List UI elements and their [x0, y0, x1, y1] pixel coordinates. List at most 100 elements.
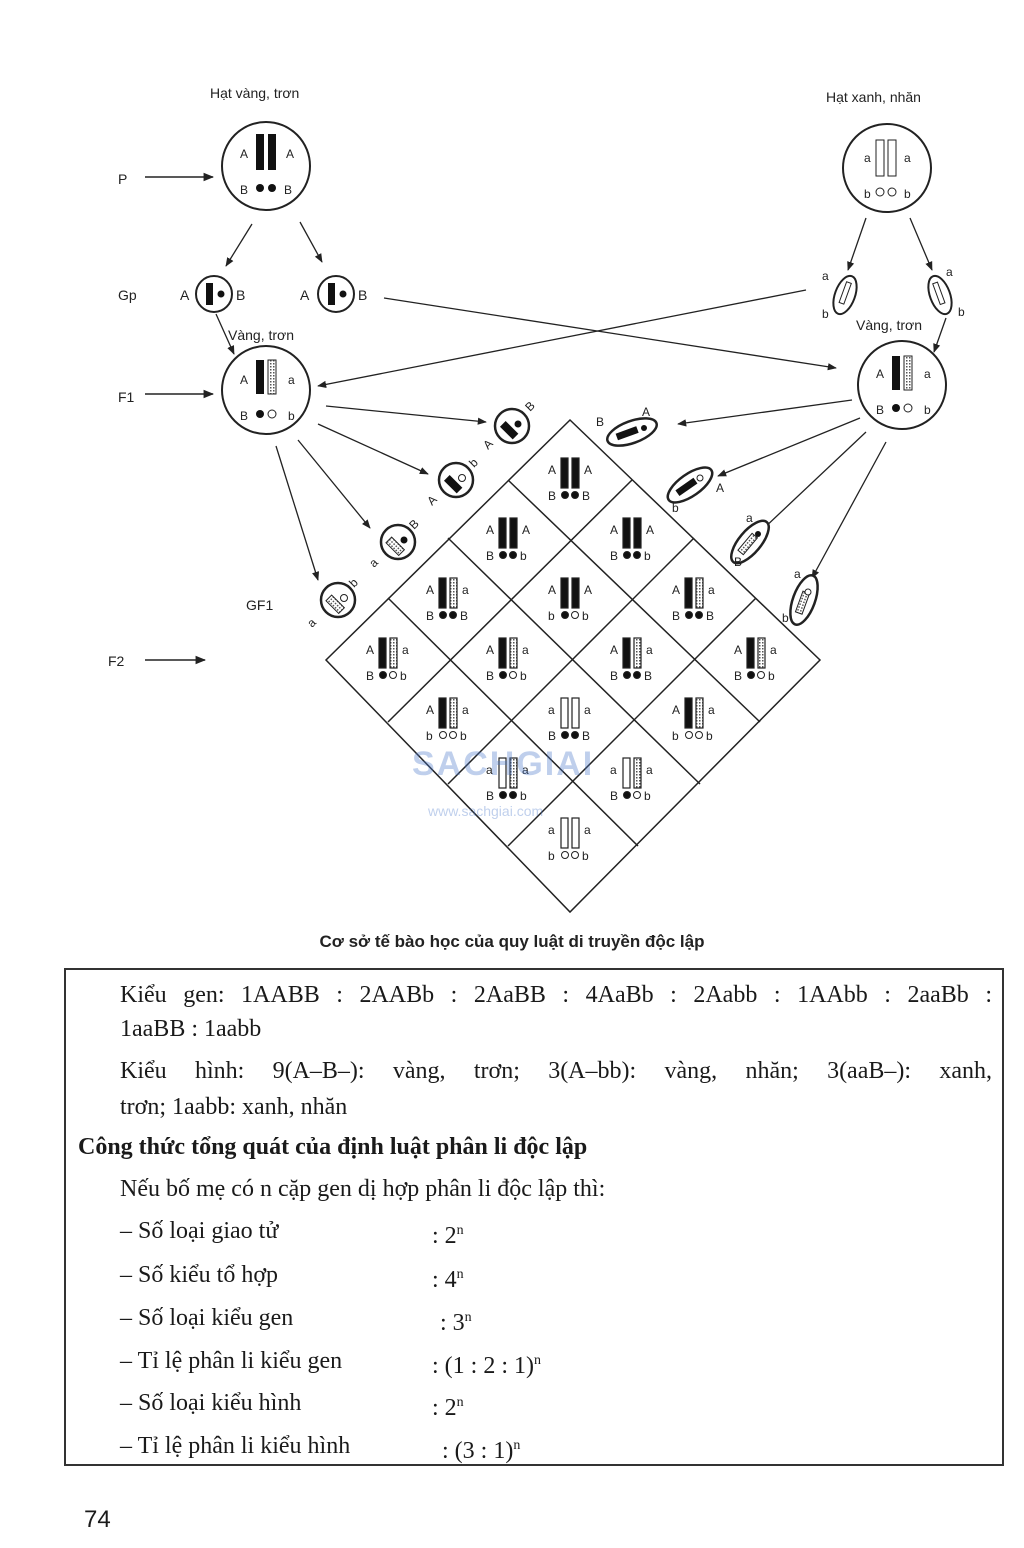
summary-box: Kiểu gen: 1AABB : 2AABb : 2AaBB : 4AaBb …	[64, 968, 1004, 1466]
genotype-line-2: 1aaBB : 1aabb	[120, 1016, 262, 1042]
generation-label-f2: F2	[108, 653, 125, 669]
svg-text:a: a	[548, 823, 555, 837]
gf1-gamete-left-ab-4: a b	[304, 575, 361, 630]
formula-value: : (1 : 2 : 1)n	[432, 1346, 541, 1381]
svg-text:B: B	[734, 555, 742, 569]
gamete-ab-recessive-2: ab	[927, 265, 965, 319]
svg-text:b: b	[644, 789, 651, 803]
svg-text:a: a	[746, 511, 753, 525]
svg-text:a: a	[486, 763, 493, 777]
svg-text:a: a	[548, 703, 555, 717]
svg-text:b: b	[400, 669, 407, 683]
svg-text:A: A	[300, 287, 310, 303]
svg-text:b: b	[958, 305, 965, 319]
svg-text:b: b	[672, 501, 679, 515]
svg-text:b: b	[706, 729, 713, 743]
section-heading: Công thức tổng quát của định luật phân l…	[78, 1134, 588, 1160]
generation-label-f1: F1	[118, 389, 135, 405]
formula-value: : 4n	[432, 1260, 464, 1295]
svg-text:B: B	[610, 549, 618, 563]
figure-caption: Cơ sở tế bào học của quy luật di truyền …	[319, 932, 705, 951]
svg-text:B: B	[366, 669, 374, 683]
formula-label: – Số loại kiểu hình	[120, 1390, 302, 1416]
svg-text:a: a	[366, 555, 381, 570]
svg-text:a: a	[610, 763, 617, 777]
svg-text:A: A	[240, 373, 248, 387]
svg-text:B: B	[876, 403, 884, 417]
svg-text:a: a	[522, 643, 529, 657]
phenotype-line-1: Kiểu hình: 9(A–B–): vàng, trơn; 3(A–bb):…	[120, 1058, 992, 1084]
svg-text:A: A	[610, 643, 618, 657]
formula-exponent: n	[456, 1395, 464, 1410]
svg-text:A: A	[734, 643, 742, 657]
gf1-gamete-left-ab: A B	[480, 399, 538, 453]
formula-label: – Số kiểu tổ hợp	[120, 1262, 279, 1288]
formula-label: – Tỉ lệ phân li kiểu hình	[120, 1433, 351, 1459]
punnett-grid	[324, 418, 822, 914]
svg-text:b: b	[672, 729, 679, 743]
svg-text:b: b	[288, 409, 295, 423]
svg-text:A: A	[672, 583, 680, 597]
formula-value: : 2n	[432, 1216, 464, 1251]
formula-label: – Số loại kiểu gen	[120, 1305, 294, 1331]
svg-text:B: B	[548, 489, 556, 503]
f1-right-label: Vàng, trơn	[856, 317, 922, 333]
watermark: SACHGIAI www.sachgiai.com	[412, 745, 594, 819]
formula-base: : (3 : 1)	[442, 1438, 514, 1464]
parent-right-label: Hạt xanh, nhăn	[826, 89, 921, 105]
generation-label-gf1: GF1	[246, 597, 273, 613]
svg-text:a: a	[708, 583, 715, 597]
f1-left-label: Vàng, trơn	[228, 327, 294, 343]
svg-text:B: B	[582, 729, 590, 743]
svg-text:B: B	[426, 609, 434, 623]
svg-text:B: B	[240, 409, 248, 423]
svg-text:a: a	[522, 763, 529, 777]
svg-text:B: B	[706, 609, 714, 623]
svg-text:A: A	[240, 147, 248, 161]
gf1-gamete-right-ab-4: ab	[782, 567, 819, 626]
svg-text:B: B	[460, 609, 468, 623]
formula-exponent: n	[456, 1223, 464, 1238]
svg-text:SACHGIAI: SACHGIAI	[412, 745, 594, 783]
svg-text:A: A	[672, 703, 680, 717]
formula-value: : 2n	[432, 1388, 464, 1423]
formula-exponent: n	[456, 1267, 464, 1282]
svg-text:B: B	[486, 789, 494, 803]
formula-label: – Số loại giao tử	[120, 1218, 279, 1244]
formula-base: : (1 : 2 : 1)	[432, 1353, 534, 1379]
svg-text:b: b	[822, 307, 829, 321]
svg-text:A: A	[424, 493, 440, 509]
gf1-gamete-right-ab: BA	[596, 405, 658, 447]
svg-text:b: b	[520, 549, 527, 563]
svg-text:a: a	[904, 151, 911, 165]
svg-text:b: b	[782, 611, 789, 625]
formula-label: – Tỉ lệ phân li kiểu gen	[120, 1348, 343, 1374]
svg-text:B: B	[582, 489, 590, 503]
gf1-gamete-left-ab-3: a B	[366, 517, 422, 571]
svg-text:B: B	[672, 609, 680, 623]
genotype-line-1: Kiểu gen: 1AABB : 2AABb : 2AaBB : 4AaBb …	[120, 982, 992, 1008]
svg-text:A: A	[548, 583, 556, 597]
formula-exponent: n	[513, 1438, 521, 1453]
svg-text:A: A	[522, 523, 530, 537]
svg-text:a: a	[584, 823, 591, 837]
formula-base: : 4	[432, 1267, 457, 1293]
svg-text:a: a	[304, 615, 319, 630]
svg-text:B: B	[522, 399, 538, 415]
formula-base: : 3	[440, 1310, 465, 1336]
